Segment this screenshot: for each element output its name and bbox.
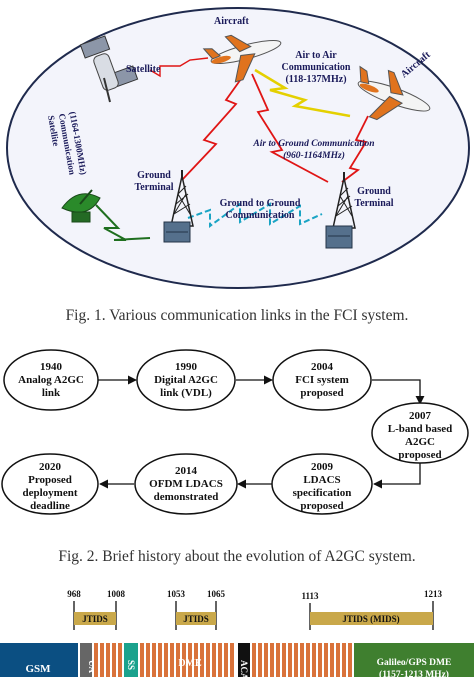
air-to-air-link	[254, 68, 351, 118]
node-2007-line3: A2GC	[405, 436, 435, 448]
tick-1113: 1113	[301, 591, 319, 601]
ground-terminal-label-2-line1: Ground	[357, 186, 391, 197]
air-to-air-label-line2: Communication	[282, 62, 351, 73]
fig3: 968 1008 1053 1065 1113 1213 JTIDS JTIDS…	[0, 589, 474, 677]
node-1940-line1: 1940	[40, 361, 63, 373]
jtids-label-1: JTIDS	[82, 614, 108, 624]
satellite-label: Satellite	[126, 64, 161, 75]
dme-stripes-1	[94, 643, 122, 677]
node-2020-line3: deployment	[23, 487, 78, 499]
jtids-band-1	[74, 612, 116, 625]
arrow-2007-2009	[373, 462, 421, 489]
arrow-2004-2007	[372, 379, 425, 405]
gsm-label: GSM	[25, 663, 51, 675]
satellite-icon	[79, 35, 139, 103]
node-2020-line4: deadline	[30, 500, 70, 512]
node-2009-line2: LDACS	[303, 474, 340, 486]
ground-terminal-label-2-line2: Terminal	[354, 198, 393, 209]
aircraft-icon-1	[202, 34, 282, 83]
node-1940-line2: Analog A2GC	[18, 374, 84, 386]
timeline-node-1940	[3, 349, 99, 411]
satellite-link-lower	[95, 204, 151, 241]
node-2007-line1: 2007	[409, 410, 432, 422]
node-2009-line1: 2009	[311, 461, 334, 473]
uat-label: UA	[87, 660, 97, 673]
air-to-ground-link-left	[181, 71, 247, 181]
node-2014-line2: OFDM LDACS	[149, 478, 223, 490]
ground-terminal-label-1-line1: Ground	[137, 170, 171, 181]
node-2007-line2: L-band based	[388, 423, 453, 435]
node-2020-line2: Proposed	[28, 474, 72, 486]
ground-to-ground-label-line2: Communication	[226, 210, 295, 221]
ground-terminal-tower-1	[163, 170, 194, 243]
air-to-ground-label-line1: Air to Ground Communication	[252, 139, 374, 149]
node-1990-line2: Digital A2GC	[154, 374, 218, 386]
node-2014-line3: demonstrated	[154, 491, 219, 503]
satellite-to-aircraft-link	[149, 57, 209, 78]
timeline-node-2014	[134, 453, 238, 515]
jtids-band-2	[176, 612, 216, 625]
node-2004-line3: proposed	[300, 387, 343, 399]
ground-to-ground-label-line1: Ground to Ground	[220, 198, 301, 209]
timeline-node-2020	[1, 453, 99, 515]
dme-stripes-2	[140, 643, 236, 677]
aircraft-icon-2	[357, 65, 431, 121]
acas-label: ACA	[239, 660, 249, 677]
air-to-ground-label-line2: (960-1164MHz)	[283, 150, 345, 161]
node-2009-line4: proposed	[300, 500, 343, 512]
node-1990-line3: link (VDL)	[160, 387, 212, 399]
tick-968: 968	[67, 589, 81, 599]
ss-label: SS	[126, 660, 136, 670]
uat-band	[80, 643, 92, 677]
air-to-ground-link-mid	[251, 73, 329, 183]
air-to-air-label-line1: Air to Air	[295, 50, 337, 61]
fig2: 1940 Analog A2GC link 1990 Digital A2GC …	[1, 349, 469, 565]
tick-1065: 1065	[207, 589, 226, 599]
node-1990-line1: 1990	[175, 361, 198, 373]
jtids-band-3	[310, 612, 433, 625]
dme-stripes-3	[252, 643, 352, 677]
galileo-label-line1: Galileo/GPS DME	[377, 658, 452, 668]
acas-band	[238, 643, 250, 677]
node-2004-line2: FCI system	[295, 374, 348, 386]
fig2-caption: Fig. 2. Brief history about the evolutio…	[58, 548, 415, 565]
tick-1053: 1053	[167, 589, 186, 599]
node-2020-line1: 2020	[39, 461, 62, 473]
fig1: Aircraft Satellite Air to Air Communicat…	[6, 7, 470, 324]
ss-band	[124, 643, 138, 677]
node-2004-line1: 2004	[311, 361, 334, 373]
ground-terminal-tower-2	[325, 172, 356, 249]
jtids-label-3: JTIDS (MIDS)	[342, 614, 399, 624]
aircraft-label-1: Aircraft	[214, 16, 249, 27]
fig1-caption: Fig. 1. Various communication links in t…	[66, 307, 409, 324]
node-1940-line3: link	[42, 387, 61, 399]
tick-1213: 1213	[424, 589, 443, 599]
galileo-band	[354, 643, 474, 677]
timeline-node-2004	[272, 349, 372, 411]
ground-terminal-label-1-line2: Terminal	[134, 182, 173, 193]
node-2007-line4: proposed	[398, 449, 441, 461]
galileo-label-line2: (1157-1213 MHz)	[379, 669, 449, 677]
satellite-dish-icon	[61, 189, 101, 223]
ground-to-ground-link	[187, 202, 323, 228]
gsm-band	[0, 643, 78, 677]
timeline-node-2009	[271, 453, 373, 515]
timeline-node-1990	[136, 349, 236, 411]
jtids-label-2: JTIDS	[183, 614, 209, 624]
air-to-ground-link-right	[341, 115, 369, 183]
tick-1008: 1008	[107, 589, 126, 599]
node-2009-line3: specification	[293, 487, 352, 499]
node-2014-line1: 2014	[175, 465, 198, 477]
air-to-air-label-line3: (118-137MHz)	[285, 74, 346, 85]
timeline-node-2007	[371, 402, 469, 464]
dme-label: DME	[178, 658, 202, 669]
